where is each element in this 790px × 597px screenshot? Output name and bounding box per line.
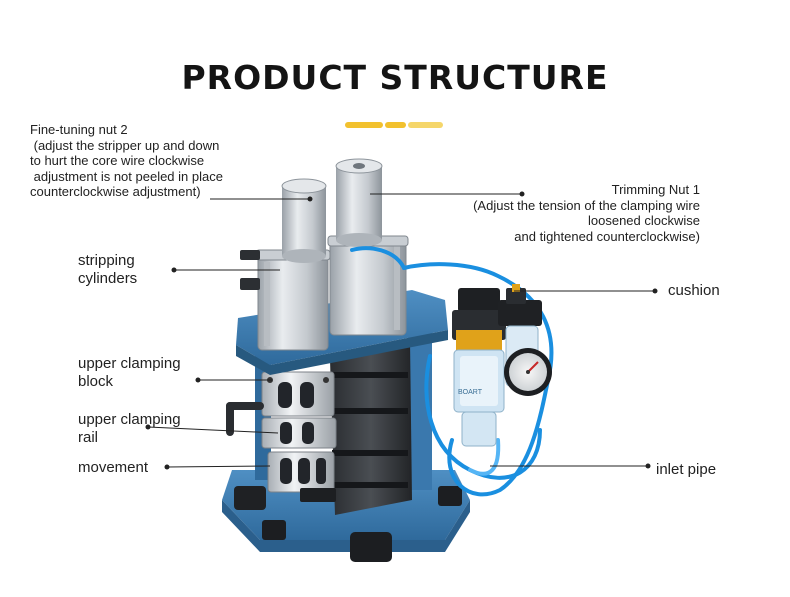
callout-cushion: cushion — [668, 282, 720, 299]
pressure-gauge — [504, 348, 552, 396]
movement-part — [267, 451, 336, 502]
callout-stripping-cylinders: stripping cylinders — [78, 252, 138, 287]
upper-clamping-rail-part — [226, 402, 337, 449]
callout-fine-tuning-nut: Fine-tuning nut 2 (adjust the stripper u… — [30, 122, 223, 199]
gauge-brand-text: BOART — [458, 389, 483, 396]
title-divider-middle — [385, 122, 406, 128]
callout-trimming-nut: Trimming Nut 1 (Adjust the tension of th… — [473, 182, 700, 244]
trimming-nut-part — [335, 158, 383, 247]
page-title: PRODUCT STRUCTURE — [181, 58, 609, 97]
callout-upper-clamping-rail: upper clamping rail — [78, 411, 181, 446]
stripping-cylinder-bodies — [240, 235, 409, 351]
title-divider-right — [408, 122, 443, 128]
callout-movement: movement — [78, 459, 149, 476]
air-filter-regulator — [452, 284, 542, 447]
callout-upper-clamping-block: upper clamping block — [78, 355, 181, 390]
callout-inlet-pipe: inlet pipe — [656, 461, 717, 478]
upper-clamping-block-part — [261, 371, 335, 417]
fine-tuning-nut-part — [281, 178, 327, 263]
title-divider-left — [345, 122, 383, 128]
clamping-body — [330, 340, 412, 515]
air-hose — [350, 246, 554, 497]
